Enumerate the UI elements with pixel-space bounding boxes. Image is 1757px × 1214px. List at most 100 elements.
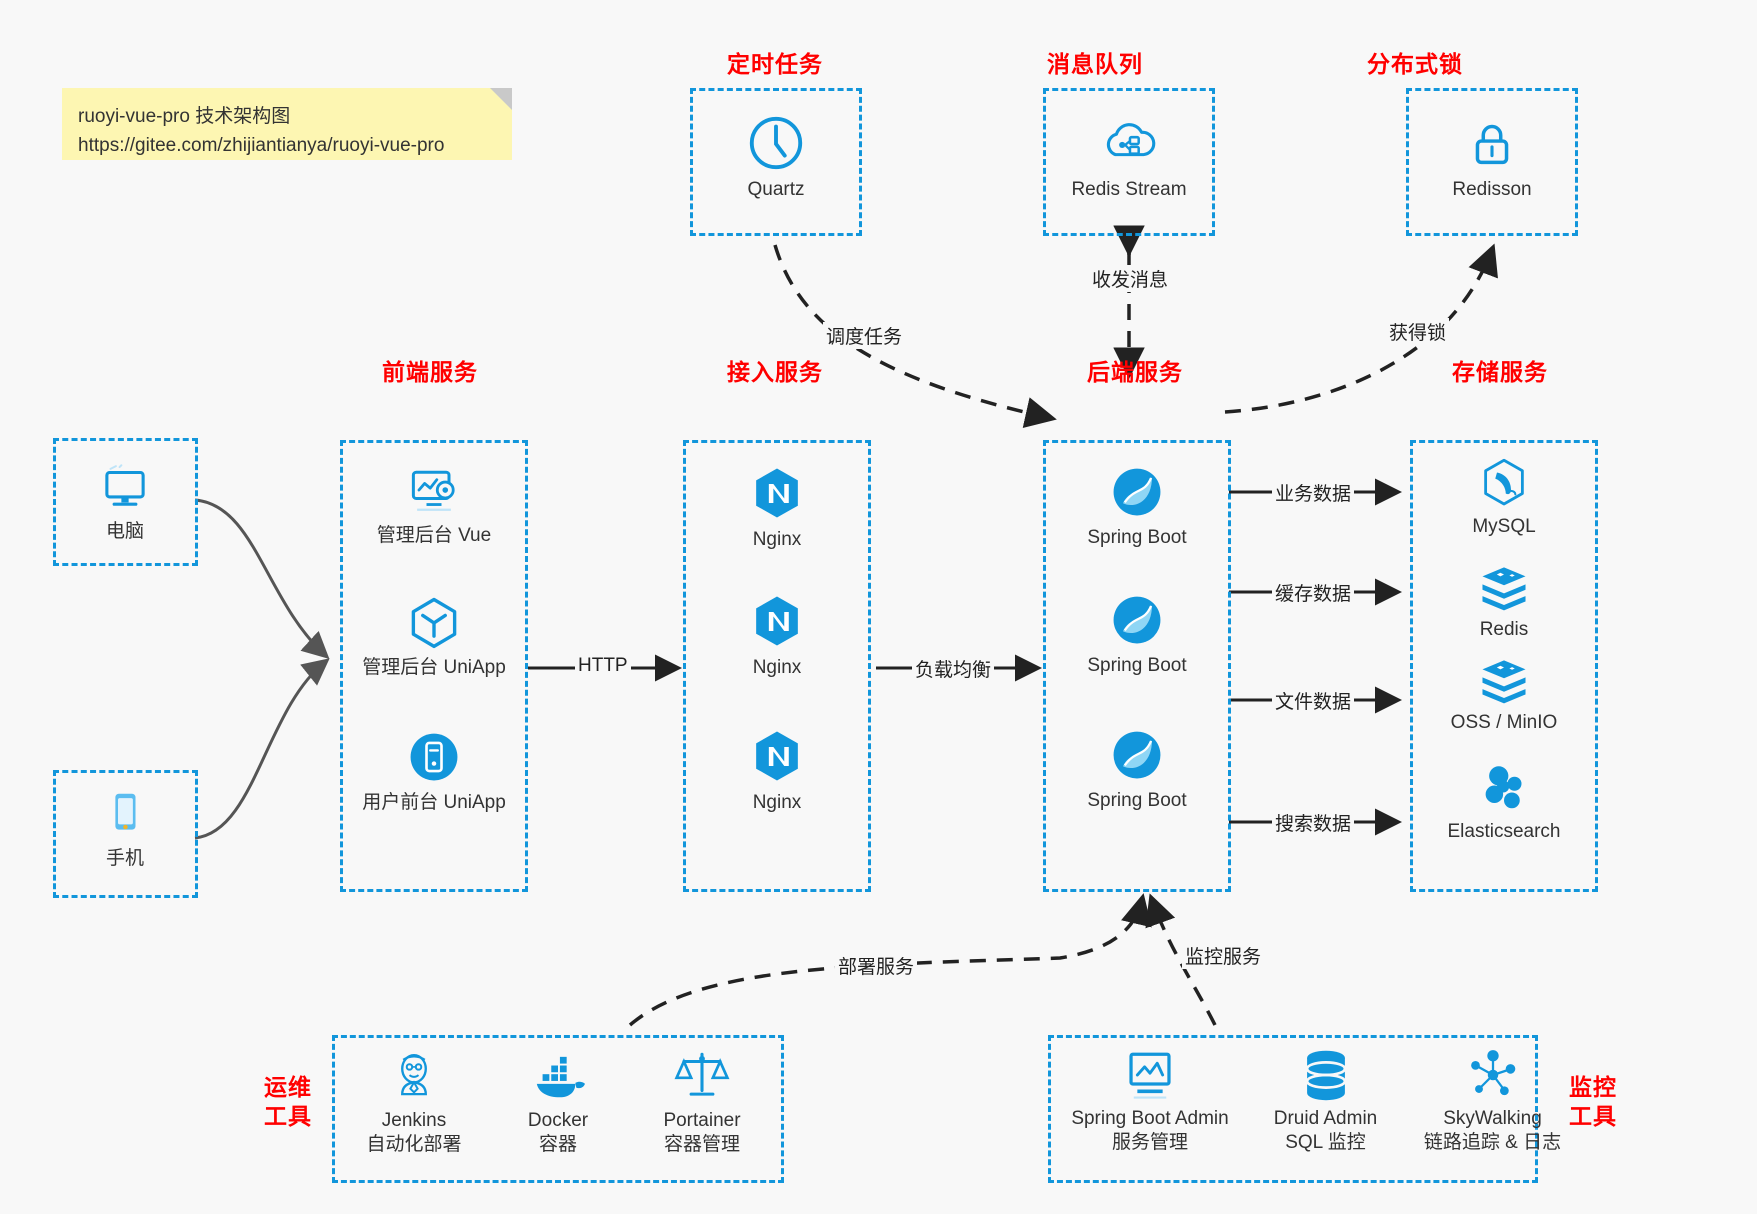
clock-icon	[749, 116, 803, 170]
ops-tools-line-2: 工具	[264, 1102, 312, 1129]
node-user-uniapp[interactable]: 用户前台 UniApp	[359, 727, 509, 815]
monitor-tools-line-1: 监控	[1569, 1074, 1617, 1100]
edge-label-load-balance: 负载均衡	[912, 655, 995, 682]
edge-label-file-data: 文件数据	[1272, 687, 1355, 714]
edge-label-send-receive-message: 收发消息	[1089, 265, 1172, 292]
node-mysql[interactable]: MySQL	[1429, 455, 1579, 539]
node-label: Spring Boot	[1087, 527, 1187, 548]
node-admin-vue[interactable]: 管理后台 Vue	[359, 460, 509, 548]
redis-stack-icon	[1482, 567, 1526, 611]
node-admin-uniapp[interactable]: 管理后台 UniApp	[359, 592, 509, 680]
node-spring-boot-1[interactable]: Spring Boot	[1062, 462, 1212, 550]
node-label: Redis	[1479, 619, 1529, 640]
node-label: Quartz	[747, 179, 805, 200]
edge-label-acquire-lock: 获得锁	[1386, 318, 1450, 345]
node-nginx-2[interactable]: Nginx	[702, 590, 852, 680]
node-label: Elasticsearch	[1447, 821, 1561, 842]
nginx-icon	[756, 731, 798, 781]
skywalking-nodes-icon	[1470, 1050, 1515, 1096]
group-box-ops-tools	[332, 1035, 784, 1183]
node-oss-minio[interactable]: OSS / MinIO	[1429, 655, 1579, 735]
cloud-network-icon	[1106, 123, 1156, 157]
spring-leaf-icon	[1113, 468, 1161, 516]
spring-leaf-icon	[1113, 731, 1161, 779]
group-box-phone	[53, 770, 198, 898]
section-title-backend-service: 后端服务	[1087, 359, 1183, 385]
node-spring-boot-admin[interactable]: Spring Boot Admin 服务管理	[1060, 1047, 1240, 1155]
section-title-gateway-service: 接入服务	[727, 359, 823, 385]
node-redis[interactable]: Redis	[1429, 562, 1579, 642]
edge-label-http: HTTP	[575, 655, 631, 677]
group-box-message-queue	[1043, 88, 1215, 236]
node-elasticsearch[interactable]: Elasticsearch	[1429, 762, 1579, 844]
section-title-scheduled-tasks: 定时任务	[727, 51, 823, 77]
node-label: Nginx	[752, 657, 802, 678]
section-title-monitor-tools: 监控 工具	[1553, 1073, 1633, 1131]
node-label: Spring Boot	[1087, 655, 1187, 676]
node-spring-boot-2[interactable]: Spring Boot	[1062, 590, 1212, 678]
note-line-title: ruoyi-vue-pro 技术架构图	[78, 106, 291, 127]
redis-stack-icon	[1482, 660, 1526, 704]
monitor-tools-line-2: 工具	[1569, 1102, 1617, 1129]
note-line-url: https://gitee.com/zhijiantianya/ruoyi-vu…	[78, 135, 445, 157]
mobile-app-icon	[410, 733, 458, 781]
node-label: 管理后台 Vue	[376, 525, 492, 546]
node-portainer[interactable]: Portainer 容器管理	[628, 1047, 776, 1157]
group-box-distributed-lock	[1406, 88, 1578, 236]
node-label: Spring Boot Admin	[1071, 1108, 1229, 1129]
node-label: Redisson	[1452, 179, 1532, 200]
section-title-message-queue: 消息队列	[1047, 51, 1143, 77]
node-sublabel: 自动化部署	[366, 1133, 462, 1155]
spring-leaf-icon	[1113, 596, 1161, 644]
node-computer[interactable]: 电脑	[50, 458, 200, 544]
elasticsearch-icon	[1485, 766, 1522, 809]
edge-label-schedule-task: 调度任务	[823, 322, 906, 349]
node-label: OSS / MinIO	[1450, 712, 1558, 733]
section-title-distributed-lock: 分布式锁	[1367, 51, 1463, 77]
group-box-monitor-tools	[1048, 1035, 1538, 1183]
node-jenkins[interactable]: Jenkins 自动化部署	[340, 1047, 488, 1157]
node-skywalking[interactable]: SkyWalking 链路追踪 & 日志	[1405, 1047, 1580, 1155]
edge-label-monitor-service: 监控服务	[1182, 942, 1265, 969]
group-box-gateway-service	[683, 440, 871, 892]
group-box-computer	[53, 438, 198, 566]
dashboard-settings-icon	[411, 470, 455, 511]
node-phone[interactable]: 手机	[50, 783, 200, 871]
node-label: Jenkins	[381, 1110, 447, 1131]
lock-icon	[1475, 124, 1509, 165]
node-redis-stream[interactable]: Redis Stream	[1054, 112, 1204, 202]
node-sublabel: SQL 监控	[1285, 1131, 1366, 1153]
node-label: 手机	[105, 848, 144, 869]
node-label: Nginx	[752, 529, 802, 550]
edge-label-business-data: 业务数据	[1272, 479, 1355, 506]
node-sublabel: 链路追踪 & 日志	[1423, 1131, 1562, 1153]
node-label: Spring Boot	[1087, 790, 1187, 811]
node-quartz[interactable]: Quartz	[701, 112, 851, 202]
node-label: Docker	[527, 1110, 589, 1131]
edge-label-cache-data: 缓存数据	[1272, 579, 1355, 606]
node-label: 用户前台 UniApp	[362, 792, 506, 813]
node-label: 电脑	[105, 521, 144, 542]
node-docker[interactable]: Docker 容器	[484, 1053, 632, 1157]
node-nginx-1[interactable]: Nginx	[702, 462, 852, 552]
ops-tools-line-1: 运维	[264, 1074, 312, 1100]
node-label: Nginx	[752, 792, 802, 813]
node-label: MySQL	[1472, 516, 1536, 537]
node-sublabel: 服务管理	[1111, 1131, 1188, 1153]
node-spring-boot-3[interactable]: Spring Boot	[1062, 725, 1212, 813]
cube-icon	[411, 597, 457, 649]
section-title-frontend-service: 前端服务	[382, 359, 478, 385]
group-box-frontend-service	[340, 440, 528, 892]
scales-icon	[674, 1052, 730, 1096]
mysql-dolphin-icon	[1484, 458, 1524, 506]
node-redisson[interactable]: Redisson	[1417, 112, 1567, 202]
smartphone-icon	[115, 793, 136, 830]
desktop-monitor-icon	[105, 464, 145, 506]
node-druid-admin[interactable]: Druid Admin SQL 监控	[1248, 1047, 1403, 1155]
section-title-storage-service: 存储服务	[1452, 359, 1548, 385]
jenkins-butler-icon	[401, 1053, 427, 1096]
node-nginx-3[interactable]: Nginx	[702, 725, 852, 815]
group-box-storage-service	[1410, 440, 1598, 892]
node-label: 管理后台 UniApp	[362, 657, 506, 678]
